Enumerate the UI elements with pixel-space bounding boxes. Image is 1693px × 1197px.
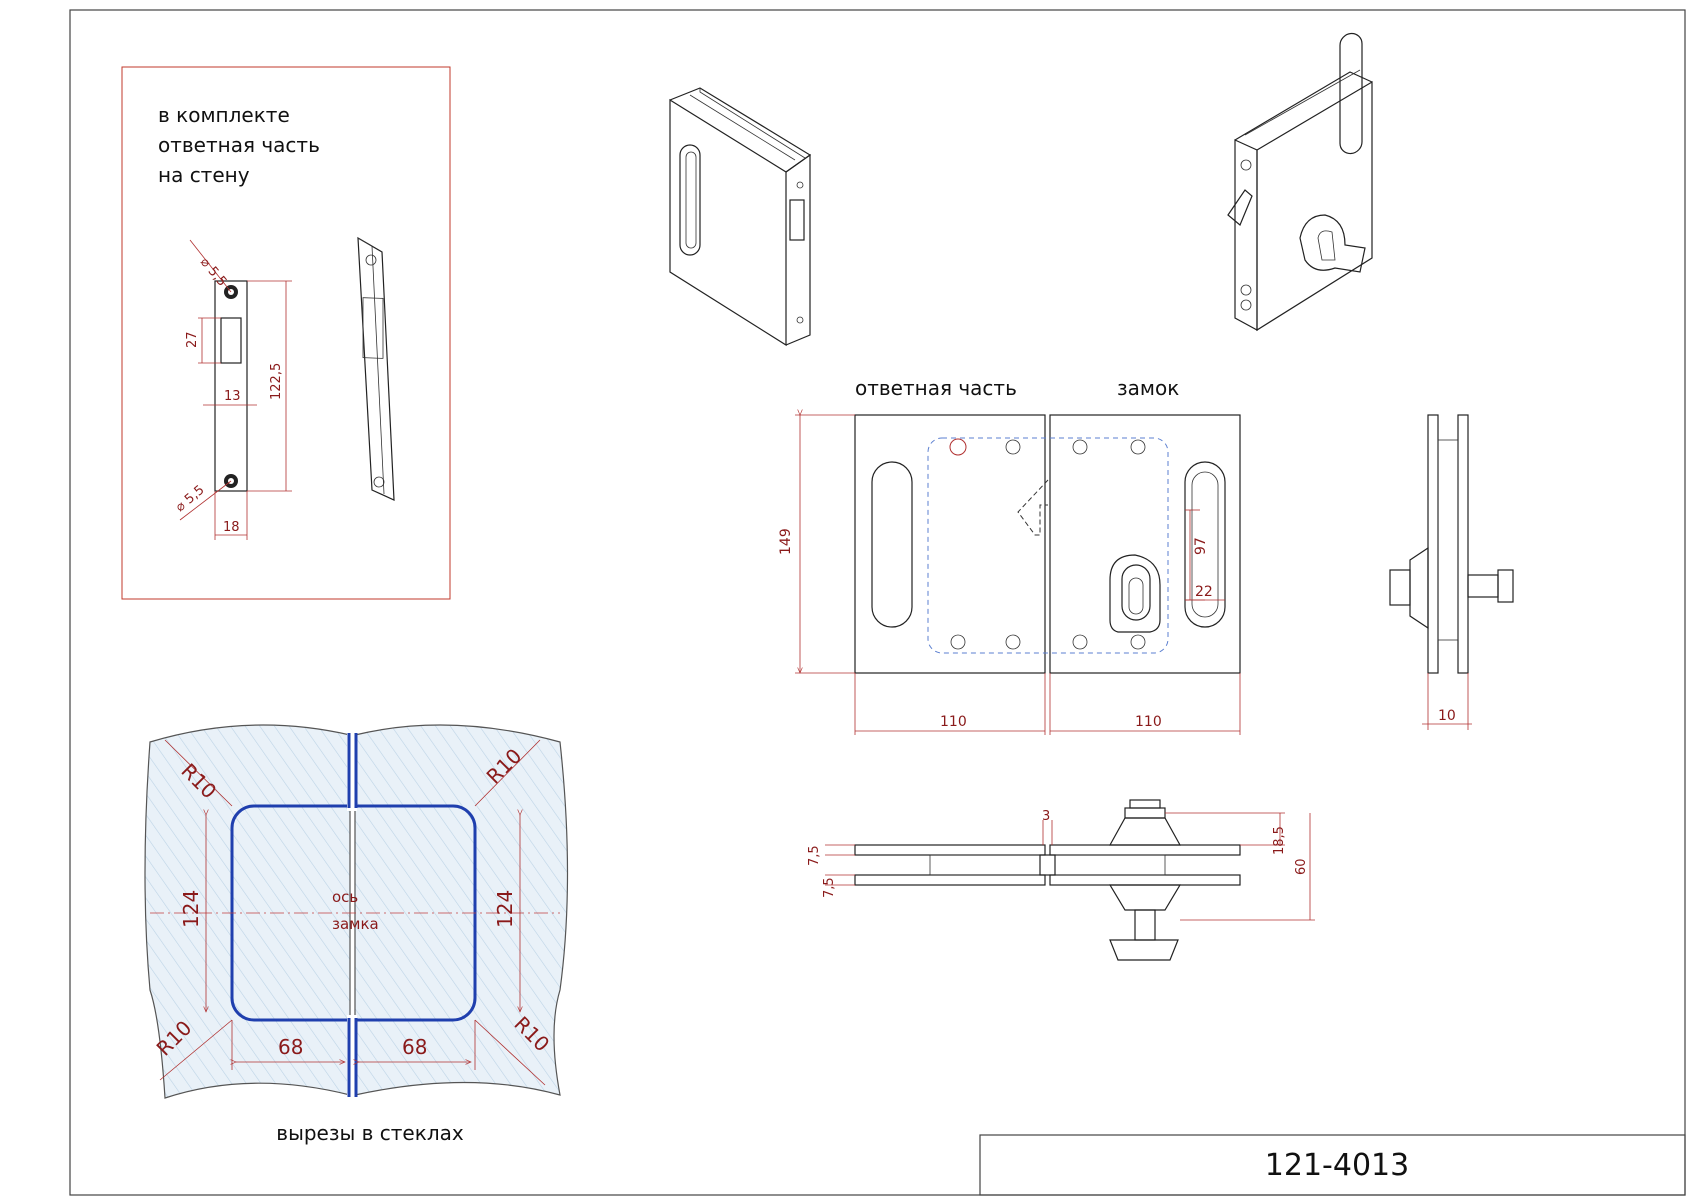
kit-note-line3: на стену — [158, 163, 250, 187]
glass-cutout: ось замка R10 R10 R10 R10 124 124 68 68 … — [144, 724, 569, 1145]
dim-97: 97 — [1193, 537, 1209, 555]
front-view: ответная часть замок 149 110 110 — [778, 376, 1241, 735]
dim-hole-bottom: ⌀ 5,5 — [173, 483, 208, 515]
label-strike-part: ответная часть — [855, 376, 1017, 400]
dim-68-left: 68 — [278, 1035, 303, 1059]
dim-124-left: 124 — [179, 890, 203, 928]
dim-7-5b: 7,5 — [822, 877, 837, 898]
strike-plate-panel: в комплекте ответная часть на стену ⌀ 5,… — [121, 66, 451, 600]
dim-149: 149 — [778, 528, 794, 555]
dim-124-right: 124 — [493, 890, 517, 928]
kit-note-line1: в комплекте — [158, 103, 290, 127]
dim-110-left: 110 — [940, 714, 967, 730]
dim-60: 60 — [1294, 858, 1309, 875]
drawing-code: 121-4013 — [1265, 1148, 1409, 1183]
strike-half — [854, 414, 1046, 674]
cutout-caption: вырезы в стеклах — [276, 1121, 464, 1145]
dim-68-right: 68 — [402, 1035, 427, 1059]
dim-18-5: 18,5 — [1272, 826, 1287, 855]
dim-7-5a: 7,5 — [807, 845, 822, 866]
isometric-view-lock — [1227, 32, 1373, 332]
dim-22: 22 — [1195, 584, 1213, 600]
panel-frame — [121, 66, 451, 600]
strike-plate-side — [357, 236, 395, 501]
side-view: 10 — [1389, 414, 1514, 730]
dim-110-right: 110 — [1135, 714, 1162, 730]
dim-3: 3 — [1042, 809, 1050, 824]
label-lock: замок — [1117, 376, 1179, 400]
dim-10: 10 — [1438, 708, 1456, 724]
strike-plate-front — [214, 280, 248, 492]
title-block: 121-4013 — [979, 1134, 1686, 1196]
glass-left — [144, 724, 351, 1099]
isometric-view-strike — [669, 87, 812, 347]
handle-slot-right — [1184, 461, 1226, 628]
cutout-outline — [927, 437, 1169, 654]
dim-18: 18 — [223, 520, 240, 535]
lock-half — [1049, 414, 1241, 674]
glass-right — [354, 724, 569, 1096]
axis-label-2: замка — [332, 915, 379, 933]
handle-slot-left — [871, 461, 913, 628]
axis-label-1: ось — [332, 888, 358, 906]
dim-122-5: 122,5 — [269, 363, 284, 400]
kit-note-line2: ответная часть — [158, 133, 320, 157]
dim-27: 27 — [185, 331, 200, 348]
dim-13: 13 — [224, 389, 241, 404]
sheet-frame — [69, 9, 1686, 1196]
plan-view: 3 7,5 7,5 18,5 60 — [807, 799, 1315, 961]
